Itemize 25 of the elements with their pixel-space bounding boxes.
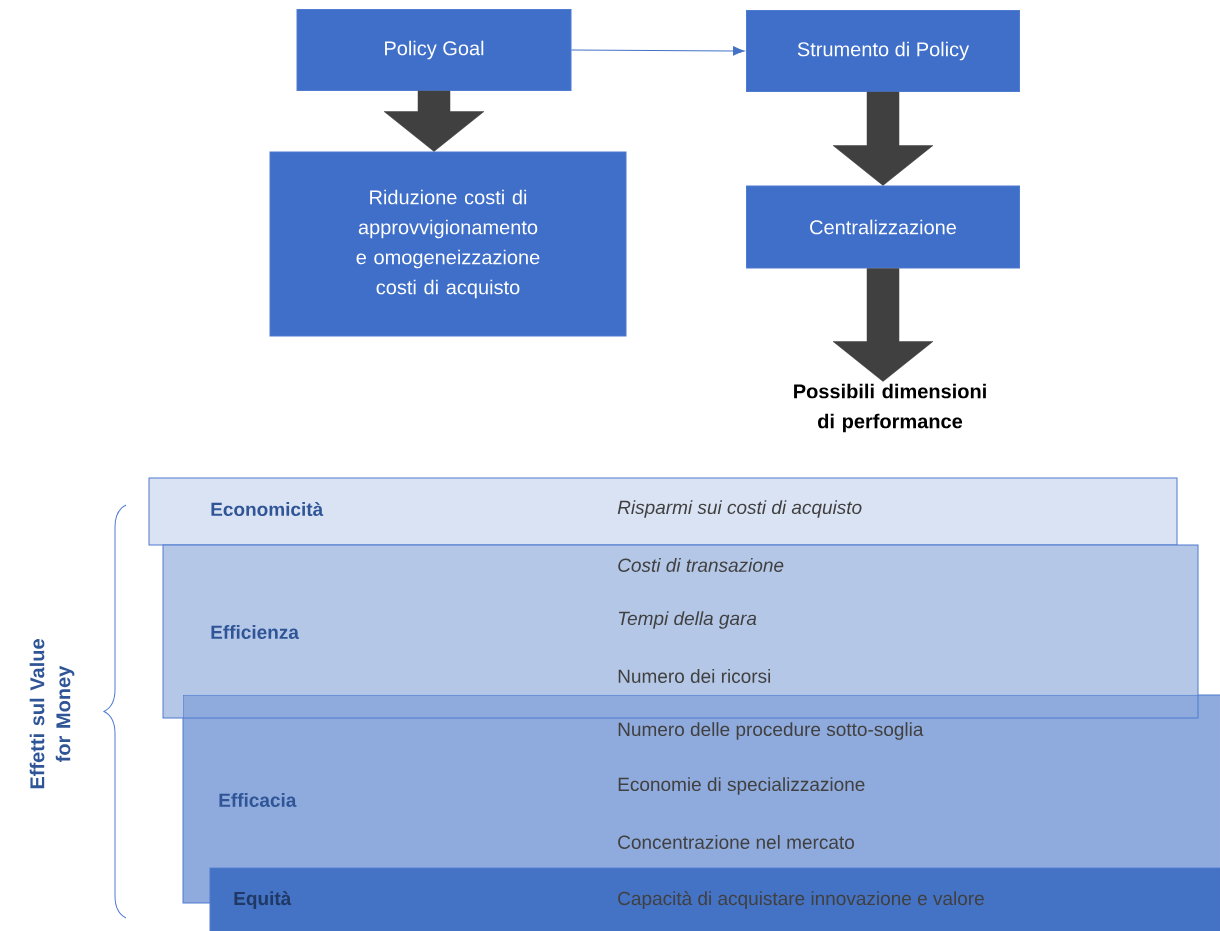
band — [209, 867, 1220, 931]
list-item: Economie di specializzazione — [618, 777, 865, 795]
process-box: Strumento di Policy — [746, 10, 1020, 92]
band-heading: Economicità — [211, 501, 324, 517]
band — [162, 544, 1199, 719]
process-box: Centralizzazione — [746, 185, 1020, 269]
list-item: Risparmi sui costi di acquisto — [617, 500, 862, 518]
list-item: Concentrazione nel mercato — [618, 835, 854, 849]
list-item: Capacità di acquistare innovazione e valore — [618, 891, 984, 909]
band — [148, 477, 1178, 546]
band-heading: Efficacia — [219, 793, 297, 807]
list-item: Numero dei ricorsi — [618, 669, 771, 683]
list-item: Costi di transazione — [618, 558, 784, 572]
band-heading: Equità — [234, 891, 292, 909]
side-label: Effetti sul Value for Money — [29, 639, 75, 789]
list-item: Tempi della gara — [618, 611, 757, 629]
block-arrow — [832, 268, 934, 382]
process-box: Riduzione costi di approvvigionamento e omogeneizzazione costi di acquisto — [269, 151, 627, 337]
list-item: Numero delle procedure sotto-soglia — [618, 722, 924, 740]
arrow — [571, 46, 745, 56]
block-arrow — [383, 90, 485, 152]
band-heading: Efficienza — [211, 625, 299, 639]
process-box: Policy Goal — [296, 9, 572, 91]
heading-text: Possibili dimensioni di performance — [794, 383, 986, 433]
block-arrow — [832, 91, 934, 186]
